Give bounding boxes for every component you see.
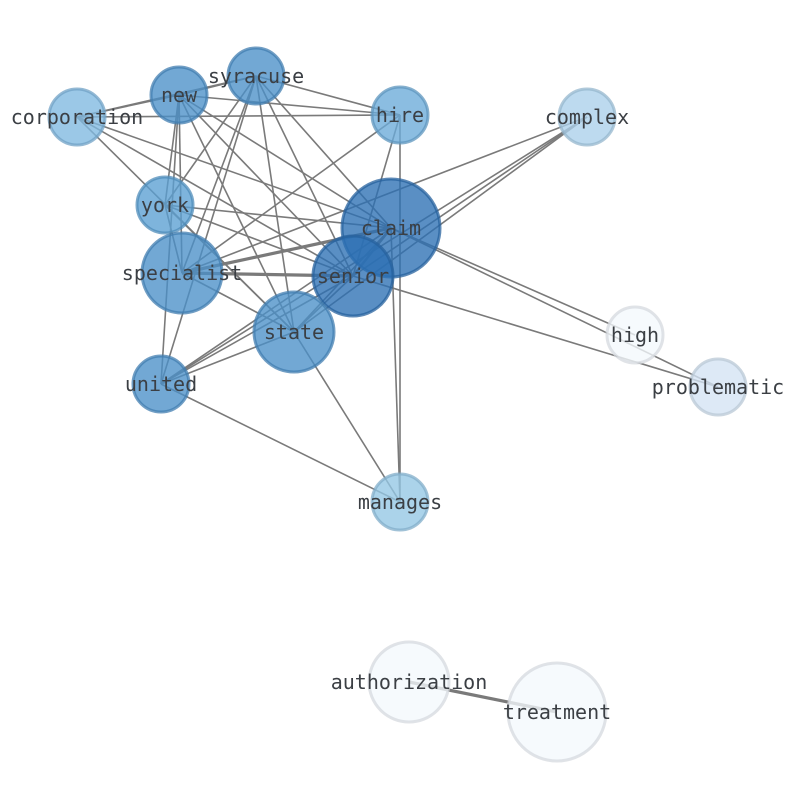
edge-new-senior [178, 94, 354, 277]
edge-hire-specialist [181, 114, 401, 274]
node-complex[interactable]: complex [545, 87, 629, 147]
node-corporation[interactable]: corporation [11, 87, 143, 147]
edge-corporation-senior [76, 116, 354, 277]
node-circle-treatment[interactable] [506, 661, 608, 763]
node-circle-complex[interactable] [557, 87, 617, 147]
node-treatment[interactable]: treatment [503, 661, 611, 763]
node-authorization[interactable]: authorization [331, 640, 488, 724]
node-label-high: high [611, 323, 659, 347]
node-label-authorization: authorization [331, 670, 488, 694]
node-circle-syracuse[interactable] [226, 46, 286, 106]
node-circle-new[interactable] [149, 65, 209, 125]
node-state[interactable]: state [252, 290, 336, 374]
node-hire[interactable]: hire [370, 85, 430, 145]
edge-united-manages [160, 383, 401, 503]
node-label-senior: senior [317, 264, 389, 288]
node-circle-corporation[interactable] [47, 87, 107, 147]
node-label-complex: complex [545, 105, 629, 129]
node-syracuse[interactable]: syracuse [208, 46, 304, 106]
node-senior[interactable]: senior [311, 234, 395, 318]
node-high[interactable]: high [605, 305, 665, 365]
node-specialist[interactable]: specialist [122, 231, 242, 315]
node-circle-manages[interactable] [370, 472, 430, 532]
node-circle-high[interactable] [605, 305, 665, 365]
edge-new-state [178, 94, 295, 333]
node-label-corporation: corporation [11, 105, 143, 129]
node-layer: syracuse new corporation hire complex york cla… [11, 46, 784, 763]
node-circle-york[interactable] [135, 175, 195, 235]
node-circle-state[interactable] [252, 290, 336, 374]
node-label-claim: claim [361, 216, 421, 240]
node-circle-problematic[interactable] [688, 357, 748, 417]
edge-syracuse-united [160, 75, 257, 385]
node-label-manages: manages [358, 490, 442, 514]
edge-claim-problematic [390, 227, 719, 388]
edge-new-hire [178, 94, 401, 116]
edge-corporation-claim [76, 116, 392, 229]
node-york[interactable]: york [135, 175, 195, 235]
node-label-new: new [161, 83, 198, 107]
node-label-specialist: specialist [122, 261, 242, 285]
node-label-hire: hire [376, 103, 424, 127]
node-circle-senior[interactable] [311, 234, 395, 318]
node-label-united: united [125, 372, 197, 396]
node-circle-united[interactable] [131, 354, 191, 414]
edge-senior-problematic [352, 275, 719, 388]
node-circle-specialist[interactable] [140, 231, 224, 315]
node-label-problematic: problematic [652, 375, 784, 399]
node-new[interactable]: new [149, 65, 209, 125]
node-problematic[interactable]: problematic [652, 357, 784, 417]
node-manages[interactable]: manages [358, 472, 442, 532]
node-label-syracuse: syracuse [208, 64, 304, 88]
node-united[interactable]: united [125, 354, 197, 414]
edge-corporation-hire [76, 114, 401, 118]
node-circle-authorization[interactable] [367, 640, 451, 724]
node-label-state: state [264, 320, 324, 344]
node-circle-hire[interactable] [370, 85, 430, 145]
node-label-treatment: treatment [503, 700, 611, 724]
edge-syracuse-state [255, 75, 295, 333]
node-label-york: york [141, 193, 189, 217]
